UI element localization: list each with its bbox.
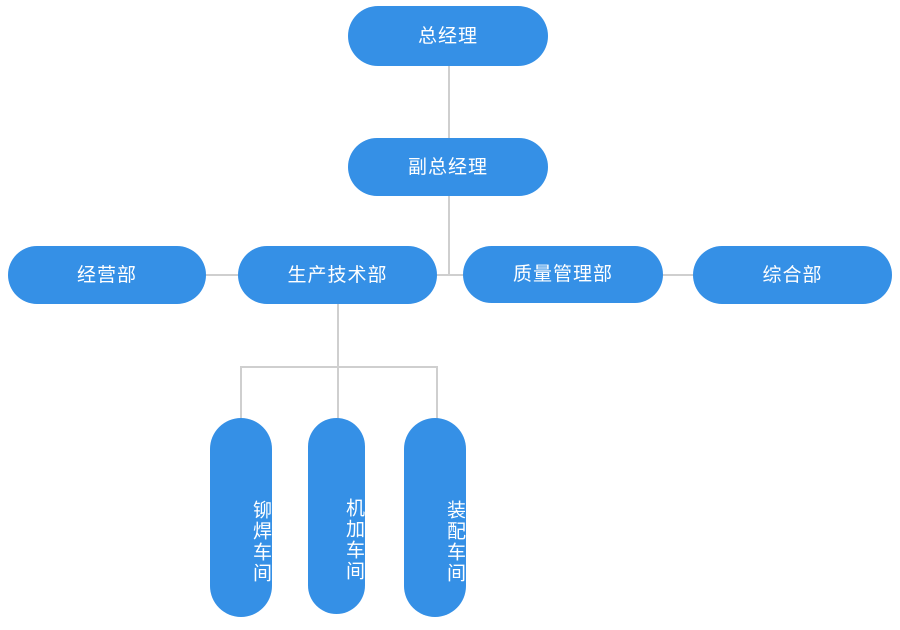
connector-dgm-down	[448, 194, 450, 275]
connector-workshop-bus	[240, 366, 438, 368]
node-general-manager[interactable]: 总经理	[348, 6, 548, 66]
node-label-shop-assembly: 装配车间	[444, 499, 466, 584]
node-shop-machining[interactable]: 机加车间	[308, 418, 365, 614]
node-shop-weld[interactable]: 铆焊车间	[210, 418, 272, 617]
connector-to-shop-machining	[337, 366, 339, 420]
node-shop-assembly[interactable]: 装配车间	[404, 418, 466, 617]
node-dept-quality[interactable]: 质量管理部	[463, 246, 663, 303]
node-deputy-general-manager[interactable]: 副总经理	[348, 138, 548, 196]
node-dept-business[interactable]: 经营部	[8, 246, 206, 304]
node-label-deputy-general-manager: 副总经理	[407, 155, 488, 178]
node-label-dept-general: 综合部	[762, 263, 823, 286]
connector-production-down	[337, 303, 339, 367]
node-label-dept-quality: 质量管理部	[512, 263, 613, 285]
node-label-general-manager: 总经理	[417, 24, 478, 47]
node-label-dept-business: 经营部	[76, 263, 137, 286]
connector-to-shop-assembly	[436, 366, 438, 420]
node-label-shop-machining: 机加车间	[343, 498, 365, 582]
node-label-dept-production: 生产技术部	[287, 263, 388, 286]
node-label-shop-weld: 铆焊车间	[250, 499, 272, 584]
node-dept-general[interactable]: 综合部	[693, 246, 892, 304]
node-dept-production[interactable]: 生产技术部	[238, 246, 437, 304]
connector-to-shop-weld	[240, 366, 242, 420]
connector-bus-quality-general	[661, 274, 696, 276]
connector-bus-business-production	[205, 274, 241, 276]
connector-bus-production-quality	[434, 274, 465, 276]
connector-gm-to-dgm	[448, 66, 450, 141]
